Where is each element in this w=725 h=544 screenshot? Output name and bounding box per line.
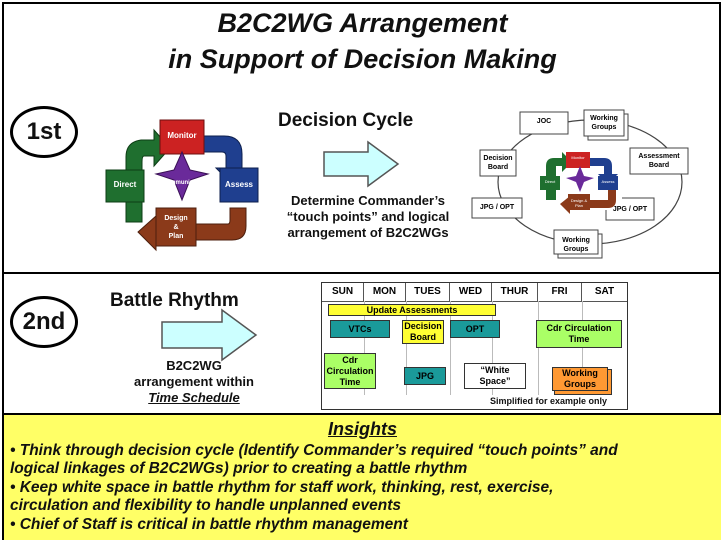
working-groups-line1: Working <box>562 368 598 378</box>
insight-line-4: circulation and flexibility to handle un… <box>10 497 402 514</box>
decision-board-event: Decision Board <box>402 320 444 344</box>
decision-cycle-description: Determine Commander’s “touch points” and… <box>268 193 468 241</box>
insights-title: Insights <box>327 419 397 439</box>
day-thur: THUR <box>492 283 538 301</box>
working-groups-top-label: Working Groups <box>584 114 624 132</box>
decision-board-line1: Decision <box>404 321 442 331</box>
cdr-circ-left-line1: Cdr <box>342 354 358 365</box>
day-fri: FRI <box>538 283 582 301</box>
cdr-circulation-time-top-event: Cdr Circulation Time <box>536 320 622 348</box>
day-sun: SUN <box>322 283 364 301</box>
cdr-circ-top-line1: Cdr Circulation <box>546 323 612 333</box>
day-tues: TUES <box>406 283 450 301</box>
insight-line-5: • Chief of Staff is critical in battle r… <box>10 516 408 533</box>
cdr-circ-left-line3: Time <box>339 376 361 387</box>
joc-doc-label: JOC <box>536 118 552 125</box>
jpg-event: JPG <box>404 367 446 385</box>
design-plan-label: Design & Plan <box>156 214 196 241</box>
title-line-2: in Support of Decision Making <box>168 44 557 74</box>
design-label: Design <box>164 215 188 222</box>
section-divider <box>4 272 721 274</box>
insight-line-1: • Think through decision cycle (Identify… <box>10 442 618 459</box>
day-wed: WED <box>450 283 492 301</box>
wg-bot-line1: Working <box>562 237 590 244</box>
arrow-right-1 <box>323 140 400 188</box>
white-space-line1: “White <box>480 365 510 375</box>
decision-cycle-diagram <box>105 119 259 252</box>
working-groups-line2: Groups <box>563 379 596 389</box>
calendar-gridline <box>450 301 451 395</box>
decision-board-line2: Board <box>409 332 436 342</box>
monitor-label: Monitor <box>167 131 197 140</box>
inner-monitor-label: Monitor <box>571 155 585 160</box>
assess-label: Assess <box>224 180 254 189</box>
title-line-1: B2C2WG Arrangement <box>217 8 508 38</box>
wg-top-line2: Groups <box>591 124 617 131</box>
jpg-opt-left-label: JPG / OPT <box>479 204 515 211</box>
cdr-circulation-time-left-event: Cdr Circulation Time <box>324 353 376 389</box>
db-small-line2: Board <box>487 164 509 171</box>
db-small-line1: Decision <box>483 155 513 162</box>
calendar-header-line <box>322 301 627 302</box>
white-space-event: “White Space” <box>464 363 526 389</box>
update-assessments-event: Update Assessments <box>328 304 496 316</box>
direct-label: Direct <box>113 180 137 189</box>
desc1-line3: arrangement of B2C2WGs <box>287 225 449 240</box>
day-mon: MON <box>364 283 406 301</box>
desc2-line2: arrangement within <box>134 374 254 389</box>
calendar-gridline <box>364 301 365 395</box>
cdr-circ-top-line2: Time <box>568 334 590 344</box>
arrow-right-2 <box>161 308 258 362</box>
battle-rhythm-heading: Battle Rhythm <box>110 290 239 311</box>
step-2nd-circle: 2nd <box>10 296 78 348</box>
ab-line1: Assessment <box>638 153 680 160</box>
white-space-line2: Space” <box>479 376 511 386</box>
ampersand-label: & <box>173 224 179 231</box>
ab-line2: Board <box>648 162 670 169</box>
calendar-gridline <box>538 301 539 395</box>
communicate-label: Communicate <box>162 180 202 186</box>
vtcs-event: VTCs <box>330 320 390 338</box>
assessment-board-label: Assessment Board <box>630 152 688 170</box>
calendar-gridline <box>406 301 407 395</box>
insight-line-3: • Keep white space in battle rhythm for … <box>10 479 554 496</box>
plan-label: Plan <box>168 233 184 240</box>
battle-rhythm-description: B2C2WG arrangement within Time Schedule <box>124 358 264 406</box>
calendar-footnote: Simplified for example only <box>490 396 608 406</box>
insights-panel: Insights • Think through decision cycle … <box>4 413 721 540</box>
inner-direct-label: Direct <box>544 179 556 184</box>
desc1-line1: Determine Commander’s <box>291 193 445 208</box>
decision-cycle-heading: Decision Cycle <box>278 110 414 131</box>
calendar-gridline <box>582 301 583 395</box>
wg-top-line1: Working <box>590 115 618 122</box>
desc1-line2: “touch points” and logical <box>286 209 450 224</box>
battle-rhythm-calendar: SUN MON TUES WED THUR FRI SAT Update Ass… <box>321 282 628 410</box>
opt-event: OPT <box>450 320 500 338</box>
inner-design-label: Design & Plan <box>570 198 588 208</box>
desc2-line3: Time Schedule <box>148 390 240 405</box>
insight-line-2: logical linkages of B2C2WGs) prior to cr… <box>10 460 468 477</box>
day-sat: SAT <box>594 286 615 297</box>
calendar-gridline <box>492 301 493 395</box>
b2c2wg-cycle-diagram <box>471 109 689 259</box>
wg-bot-line2: Groups <box>563 246 589 253</box>
inner-assess-label: Assess <box>601 179 615 184</box>
step-1st-circle: 1st <box>10 106 78 158</box>
working-groups-event: Working Groups <box>552 367 608 391</box>
working-groups-bottom-label: Working Groups <box>554 236 598 254</box>
decision-board-small-label: Decision Board <box>480 154 516 172</box>
cdr-circ-left-line2: Circulation <box>326 365 374 376</box>
jpg-opt-right-label: JPG / OPT <box>612 206 648 213</box>
desc2-line1: B2C2WG <box>166 358 222 373</box>
